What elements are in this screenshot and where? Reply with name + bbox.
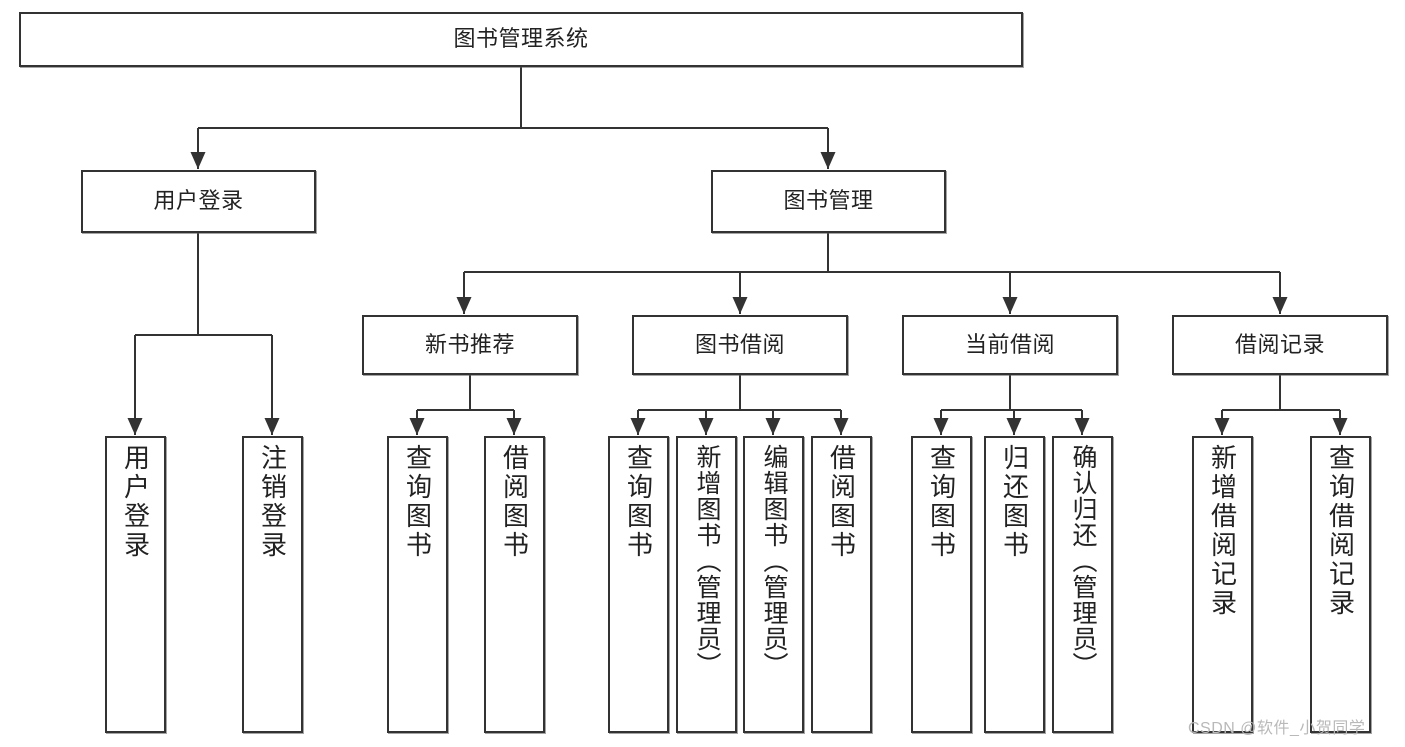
node-label-leaf-user-login: 用户登录 (120, 444, 151, 560)
watermark: CSDN @软件_小贺同学 (1188, 720, 1366, 737)
node-leaf-edit-book[interactable]: 编辑图书（管理员） (743, 436, 804, 733)
node-new-book-rec[interactable]: 新书推荐 (362, 315, 578, 375)
node-current-borrow[interactable]: 当前借阅 (902, 315, 1118, 375)
node-leaf-query-book-1[interactable]: 查询图书 (387, 436, 448, 733)
arrow-head-bus-current-borrow-1 (1006, 418, 1022, 435)
node-label-leaf-edit-book: 编辑图书（管理员） (760, 444, 788, 678)
node-leaf-return-book[interactable]: 归还图书 (984, 436, 1045, 733)
node-label-leaf-borrow-book-1: 借阅图书 (499, 444, 530, 560)
arrow-head-bus-borrow-record-1 (1332, 418, 1348, 435)
node-leaf-add-record[interactable]: 新增借阅记录 (1192, 436, 1253, 733)
arrow-head-bus-new-book-rec-1 (506, 418, 522, 435)
arrow-head-bus-book-manage-0 (456, 297, 472, 314)
arrow-head-bus-user-login-0 (127, 418, 143, 435)
node-label-leaf-user-logout: 注销登录 (257, 444, 288, 560)
node-label-leaf-add-record: 新增借阅记录 (1207, 444, 1238, 618)
node-label-leaf-query-book-2: 查询图书 (623, 444, 654, 560)
node-label-current-borrow: 当前借阅 (964, 331, 1055, 357)
arrow-head-bus-book-borrow-0 (630, 418, 646, 435)
arrow-head-bus-user-login-1 (264, 418, 280, 435)
node-label-leaf-add-book: 新增图书（管理员） (693, 444, 721, 678)
node-label-book-borrow: 图书借阅 (694, 331, 785, 357)
node-leaf-confirm-return[interactable]: 确认归还（管理员） (1052, 436, 1113, 733)
arrow-head-bus-current-borrow-2 (1074, 418, 1090, 435)
arrow-head-bus-borrow-record-0 (1214, 418, 1230, 435)
node-leaf-query-record[interactable]: 查询借阅记录 (1310, 436, 1371, 733)
node-label-leaf-query-book-1: 查询图书 (402, 444, 433, 560)
node-leaf-add-book[interactable]: 新增图书（管理员） (676, 436, 737, 733)
node-label-user-login: 用户登录 (153, 188, 244, 214)
node-leaf-borrow-book-2[interactable]: 借阅图书 (811, 436, 872, 733)
arrow-head-bus-root-0 (190, 152, 206, 169)
arrow-head-bus-book-manage-2 (1002, 297, 1018, 314)
arrow-head-bus-book-borrow-2 (765, 418, 781, 435)
node-leaf-query-book-2[interactable]: 查询图书 (608, 436, 669, 733)
node-book-manage[interactable]: 图书管理 (711, 170, 946, 233)
node-label-new-book-rec: 新书推荐 (424, 331, 515, 357)
arrow-head-bus-book-borrow-3 (833, 418, 849, 435)
node-leaf-borrow-book-1[interactable]: 借阅图书 (484, 436, 545, 733)
arrow-head-bus-book-manage-1 (732, 297, 748, 314)
arrow-head-bus-book-manage-3 (1272, 297, 1288, 314)
node-root[interactable]: 图书管理系统 (19, 12, 1023, 67)
node-borrow-record[interactable]: 借阅记录 (1172, 315, 1388, 375)
node-label-root: 图书管理系统 (453, 26, 589, 52)
node-leaf-user-login[interactable]: 用户登录 (105, 436, 166, 733)
node-label-leaf-query-record: 查询借阅记录 (1325, 444, 1356, 618)
node-label-leaf-query-book-3: 查询图书 (926, 444, 957, 560)
node-user-login[interactable]: 用户登录 (81, 170, 316, 233)
node-label-leaf-confirm-return: 确认归还（管理员） (1069, 444, 1097, 678)
node-leaf-query-book-3[interactable]: 查询图书 (911, 436, 972, 733)
node-book-borrow[interactable]: 图书借阅 (632, 315, 848, 375)
arrow-head-bus-book-borrow-1 (698, 418, 714, 435)
arrow-head-bus-root-1 (820, 152, 836, 169)
node-label-leaf-return-book: 归还图书 (999, 444, 1030, 560)
arrow-head-bus-current-borrow-0 (933, 418, 949, 435)
node-leaf-user-logout[interactable]: 注销登录 (242, 436, 303, 733)
node-label-leaf-borrow-book-2: 借阅图书 (826, 444, 857, 560)
node-label-book-manage: 图书管理 (783, 188, 874, 214)
node-label-borrow-record: 借阅记录 (1234, 331, 1325, 357)
arrow-head-bus-new-book-rec-0 (409, 418, 425, 435)
